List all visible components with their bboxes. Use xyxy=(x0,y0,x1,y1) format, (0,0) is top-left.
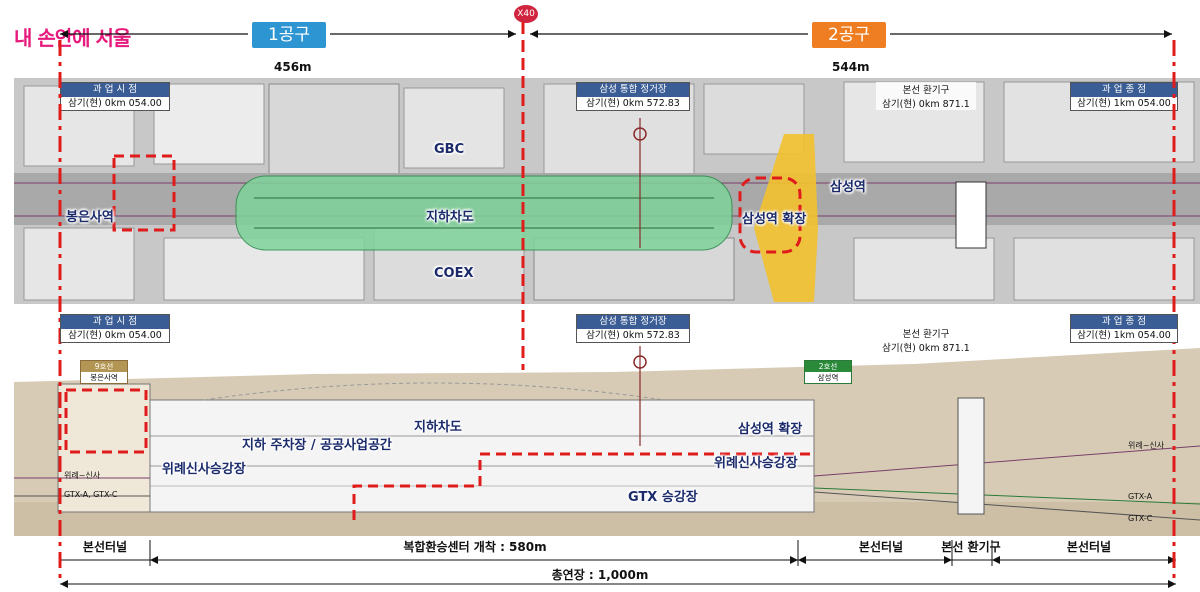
section-underpass-label: 지하차도 xyxy=(414,420,462,435)
x40-marker: X40 xyxy=(514,5,538,23)
line9-badge: 9호선 봉은사역 xyxy=(80,360,128,384)
plan-vent-callout: 본선 환기구 삼기(현) 0km 871.1 xyxy=(876,82,976,110)
section-stop-title: 삼성 통합 정거장 xyxy=(577,315,689,329)
line9-station: 봉은사역 xyxy=(81,372,127,383)
seg2-label: 복합환승센터 개착 : 580m xyxy=(403,540,547,554)
section-view xyxy=(14,306,1200,536)
section-stop-callout: 삼성 통합 정거장 삼기(현) 0km 572.83 xyxy=(576,314,690,343)
section-start-callout: 과 업 시 점 삼기(현) 0km 054.00 xyxy=(60,314,170,343)
plan-end-callout: 과 업 종 점 삼기(현) 1km 054.00 xyxy=(1070,82,1178,111)
plan-bongeunsa-label: 봉은사역 xyxy=(66,210,114,225)
plan-underpass-label: 지하차도 xyxy=(426,210,474,225)
plan-start-title: 과 업 시 점 xyxy=(61,83,169,97)
plan-stop-title: 삼성 통합 정거장 xyxy=(577,83,689,97)
line2-number: 2호선 xyxy=(805,361,851,372)
plan-view xyxy=(14,78,1200,304)
section-end-title: 과 업 종 점 xyxy=(1071,315,1177,329)
plan-samsung-label: 삼성역 xyxy=(830,180,866,195)
section-right-line2: GTX-A xyxy=(1128,492,1153,501)
section-start-value: 삼기(현) 0km 054.00 xyxy=(68,330,162,341)
plan-vent-title: 본선 환기구 xyxy=(902,85,950,96)
section-vent-value: 삼기(현) 0km 871.1 xyxy=(882,343,970,354)
section-vent-title: 본선 환기구 xyxy=(902,329,950,340)
section-wirye-right-label: 위례신사승강장 xyxy=(714,456,798,471)
section-right-line1: 위례~신사 xyxy=(1128,441,1165,450)
seg3-label: 본선터널 xyxy=(858,540,904,554)
total-length-label: 총연장 : 1,000m xyxy=(551,568,649,582)
phase1-length: 456m xyxy=(274,60,312,74)
seg4-label: 본선 환기구 xyxy=(941,540,1001,554)
plan-coex-label: COEX xyxy=(434,266,474,281)
phase2-length: 544m xyxy=(832,60,870,74)
section-start-title: 과 업 시 점 xyxy=(61,315,169,329)
plan-samsung-ext-label: 삼성역 확장 xyxy=(742,212,807,227)
plan-drawing xyxy=(14,78,1200,304)
watermark-logo: 내 손안에 서울 xyxy=(14,26,131,50)
plan-stop-value: 삼기(현) 0km 572.83 xyxy=(586,98,680,109)
plan-gbc-label: GBC xyxy=(434,142,465,157)
phase2-label: 2공구 xyxy=(812,22,886,48)
section-wirye-left-label: 위례신사승강장 xyxy=(162,462,246,477)
section-drawing xyxy=(14,346,1200,536)
section-left-line2: GTX-A, GTX-C xyxy=(64,490,118,499)
section-right-line3: GTX-C xyxy=(1128,514,1153,523)
section-end-callout: 과 업 종 점 삼기(현) 1km 054.00 xyxy=(1070,314,1178,343)
plan-end-value: 삼기(현) 1km 054.00 xyxy=(1077,98,1171,109)
phase1-label: 1공구 xyxy=(252,22,326,48)
seg5-label: 본선터널 xyxy=(1066,540,1112,554)
plan-end-title: 과 업 종 점 xyxy=(1071,83,1177,97)
line2-station: 삼성역 xyxy=(805,372,851,383)
line2-badge: 2호선 삼성역 xyxy=(804,360,852,384)
seg1-label: 본선터널 xyxy=(82,540,128,554)
section-left-line1: 위례~신사 xyxy=(64,471,101,480)
section-gtx-label: GTX 승강장 xyxy=(628,490,698,505)
section-samsung-ext-label: 삼성역 확장 xyxy=(738,422,803,437)
section-stop-value: 삼기(현) 0km 572.83 xyxy=(586,330,680,341)
section-parking-label: 지하 주차장 / 공공사업공간 xyxy=(242,438,392,453)
section-end-value: 삼기(현) 1km 054.00 xyxy=(1077,330,1171,341)
section-vent-callout: 본선 환기구 삼기(현) 0km 871.1 xyxy=(876,326,976,354)
plan-start-value: 삼기(현) 0km 054.00 xyxy=(68,98,162,109)
plan-vent-value: 삼기(현) 0km 871.1 xyxy=(882,99,970,110)
plan-start-callout: 과 업 시 점 삼기(현) 0km 054.00 xyxy=(60,82,170,111)
plan-stop-callout: 삼성 통합 정거장 삼기(현) 0km 572.83 xyxy=(576,82,690,111)
line9-number: 9호선 xyxy=(81,361,127,372)
